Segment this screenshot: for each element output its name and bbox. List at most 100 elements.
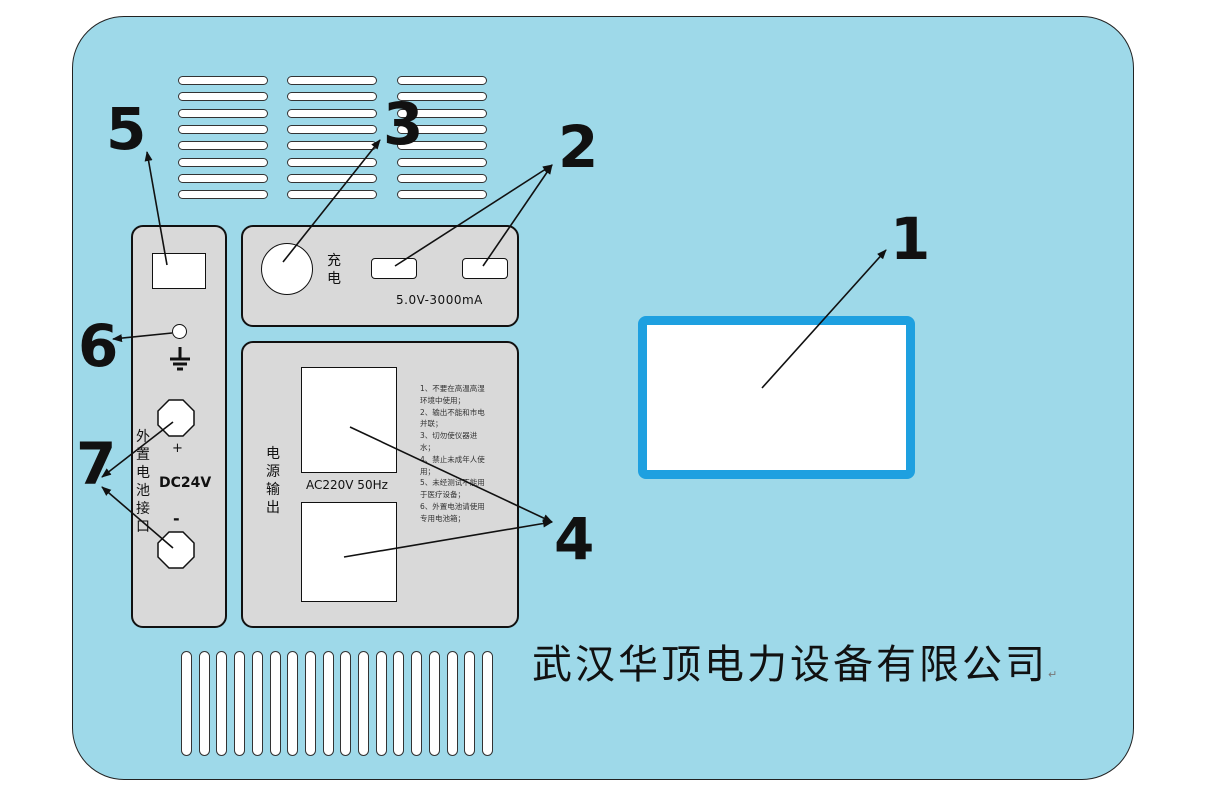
charge-label-char: 充 bbox=[327, 253, 341, 269]
vent-slot bbox=[178, 92, 268, 102]
battery-voltage-label: DC24V bbox=[159, 475, 212, 491]
vent-slot bbox=[375, 651, 387, 756]
battery-label-char: 电 bbox=[136, 465, 150, 481]
output-label-char: 输 bbox=[266, 482, 280, 498]
safety-note-line: 专用电池箱； bbox=[420, 513, 465, 523]
vent-slot bbox=[178, 124, 268, 134]
ac-socket-spec: AC220V 50Hz bbox=[306, 478, 388, 492]
vent-slot bbox=[393, 651, 405, 756]
charging-port[interactable] bbox=[261, 243, 313, 295]
vent-slot bbox=[411, 651, 423, 756]
battery-label-char: 口 bbox=[136, 519, 150, 535]
safety-note-line: 6、外置电池请使用 bbox=[420, 501, 485, 511]
ac-socket-2[interactable] bbox=[301, 502, 397, 602]
safety-notes: 1、不要在高温高湿环境中使用；2、输出不能和市电并联；3、切勿使仪器进水；4、禁… bbox=[420, 383, 506, 525]
vent-slot bbox=[178, 190, 268, 200]
leader-6 bbox=[112, 332, 173, 343]
vent-slot bbox=[340, 651, 352, 756]
leader-5 bbox=[144, 151, 168, 266]
safety-note-line: 5、未经测试不能用 bbox=[420, 478, 485, 488]
vent-slot bbox=[397, 141, 487, 151]
vent-slot bbox=[251, 651, 263, 756]
ac-socket-1[interactable] bbox=[301, 367, 397, 473]
output-label-char: 电 bbox=[266, 446, 280, 462]
leader-1 bbox=[761, 249, 887, 389]
vent-slot bbox=[358, 651, 369, 756]
vent-slot bbox=[287, 173, 377, 183]
vent-slot bbox=[178, 173, 268, 183]
vent-slot bbox=[181, 651, 192, 756]
vent-slot bbox=[397, 173, 487, 183]
leader-7a bbox=[101, 421, 174, 478]
vent-slot bbox=[397, 76, 487, 85]
battery-minus-terminal[interactable] bbox=[157, 531, 195, 569]
safety-note-line: 3、切勿使仪器进 bbox=[420, 431, 478, 441]
company-name: 武汉华顶电力设备有限公司↵ bbox=[532, 632, 1057, 690]
vent-slot bbox=[269, 651, 281, 756]
vent-slot bbox=[234, 651, 246, 756]
leader-4a bbox=[349, 426, 553, 523]
safety-note-line: 2、输出不能和市电 bbox=[420, 407, 485, 417]
vent-slot bbox=[446, 651, 458, 756]
battery-label-char: 外 bbox=[136, 429, 150, 445]
vent-slot bbox=[287, 124, 377, 134]
leader-2a bbox=[394, 164, 553, 267]
battery-label-char: 池 bbox=[136, 483, 150, 499]
vent-slot bbox=[287, 190, 377, 200]
leader-3 bbox=[282, 139, 381, 263]
battery-label-char: 置 bbox=[136, 447, 150, 463]
callout-2: 2 bbox=[558, 113, 599, 181]
vent-slot bbox=[216, 651, 228, 756]
vent-slot bbox=[287, 651, 299, 756]
vent-slot bbox=[397, 190, 487, 200]
vent-slot bbox=[178, 157, 268, 167]
company-name-text: 武汉华顶电力设备有限公司 bbox=[532, 642, 1048, 688]
output-label-char: 出 bbox=[266, 500, 280, 516]
charge-label-char: 电 bbox=[327, 271, 341, 287]
vent-slot bbox=[287, 76, 377, 85]
vent-slot bbox=[322, 651, 334, 756]
vent-slot bbox=[428, 651, 440, 756]
charging-label: 充电 bbox=[326, 252, 342, 288]
output-label-char: 源 bbox=[266, 464, 280, 480]
leader-7b bbox=[101, 486, 174, 549]
vent-slot bbox=[198, 651, 210, 756]
safety-note-line: 用； bbox=[420, 466, 435, 476]
callout-4: 4 bbox=[554, 505, 595, 573]
vent-slot bbox=[178, 108, 268, 118]
callout-6: 6 bbox=[78, 312, 119, 380]
power-output-label: 电源输出 bbox=[265, 445, 281, 517]
safety-note-line: 4、禁止未成年人使 bbox=[420, 454, 485, 464]
vent-slot bbox=[287, 92, 377, 102]
vent-slot bbox=[397, 108, 487, 118]
battery-plus-label: + bbox=[172, 441, 183, 456]
safety-note-line: 1、不要在高温高湿 bbox=[420, 384, 485, 393]
callout-3: 3 bbox=[383, 90, 424, 158]
safety-note-line: 并联； bbox=[420, 419, 443, 429]
callout-5: 5 bbox=[106, 95, 147, 163]
ground-symbol-icon bbox=[170, 347, 190, 371]
vent-slot bbox=[178, 141, 268, 151]
usb-port-1[interactable] bbox=[371, 258, 417, 279]
usb-spec-label: 5.0V-3000mA bbox=[396, 293, 483, 307]
paragraph-mark: ↵ bbox=[1048, 668, 1058, 681]
vent-slot bbox=[464, 651, 476, 756]
power-switch[interactable] bbox=[152, 253, 206, 289]
usb-port-2[interactable] bbox=[462, 258, 508, 279]
vent-slot bbox=[287, 108, 377, 118]
leader-4b bbox=[343, 519, 553, 558]
vent-slot bbox=[397, 124, 487, 134]
vent-slot bbox=[287, 157, 377, 167]
vent-slot bbox=[304, 651, 316, 756]
callout-1: 1 bbox=[890, 205, 931, 273]
leader-2b bbox=[482, 164, 553, 267]
vent-slot bbox=[178, 76, 268, 85]
vent-slot bbox=[397, 157, 487, 167]
battery-minus-label: - bbox=[173, 509, 180, 528]
battery-port-label: 外置电池接口 bbox=[135, 428, 151, 536]
callout-7: 7 bbox=[76, 430, 117, 498]
display-screen bbox=[638, 316, 915, 479]
safety-note-line: 环境中使用； bbox=[420, 395, 465, 405]
ground-terminal[interactable] bbox=[172, 324, 187, 339]
